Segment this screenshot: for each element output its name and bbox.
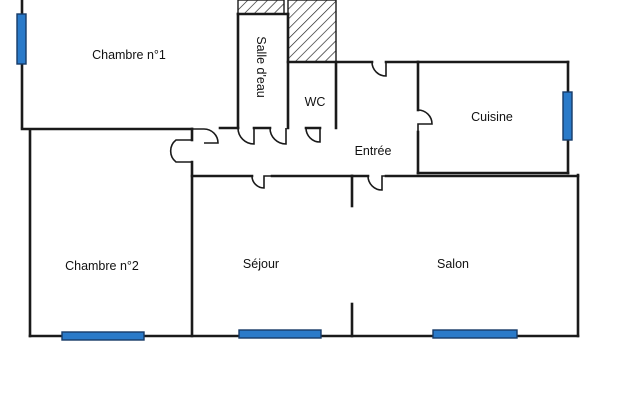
window-sejour: [238, 329, 322, 339]
label-salle-deau: Salle d'eau: [254, 36, 268, 98]
room-labels: Chambre n°1 Salle d'eau WC Cuisine Entré…: [65, 36, 513, 273]
window-chambre-1: [16, 13, 27, 65]
door-sejour: [251, 175, 272, 189]
window-cuisine: [562, 91, 573, 141]
door-cuisine: [417, 109, 433, 132]
label-cuisine: Cuisine: [471, 110, 513, 124]
label-chambre-1: Chambre n°1: [92, 48, 166, 62]
doors: [169, 61, 433, 191]
label-chambre-2: Chambre n°2: [65, 259, 139, 273]
windows: [16, 13, 573, 341]
door-entrance: [371, 61, 387, 77]
window-chambre-2: [61, 331, 145, 341]
door-chambre-2: [169, 139, 192, 163]
label-salon: Salon: [437, 257, 469, 271]
label-wc: WC: [305, 95, 326, 109]
door-salon: [367, 175, 386, 191]
door-salle-deau: [237, 127, 255, 145]
hatched-shaft-right: [287, 0, 337, 63]
door-salle-deau-2: [269, 127, 287, 145]
hatched-shaft-left: [237, 0, 285, 15]
window-salon: [432, 329, 518, 339]
door-wc: [305, 127, 321, 143]
label-sejour: Séjour: [243, 257, 279, 271]
door-chambre-1: [192, 128, 219, 144]
label-entree: Entrée: [355, 144, 392, 158]
